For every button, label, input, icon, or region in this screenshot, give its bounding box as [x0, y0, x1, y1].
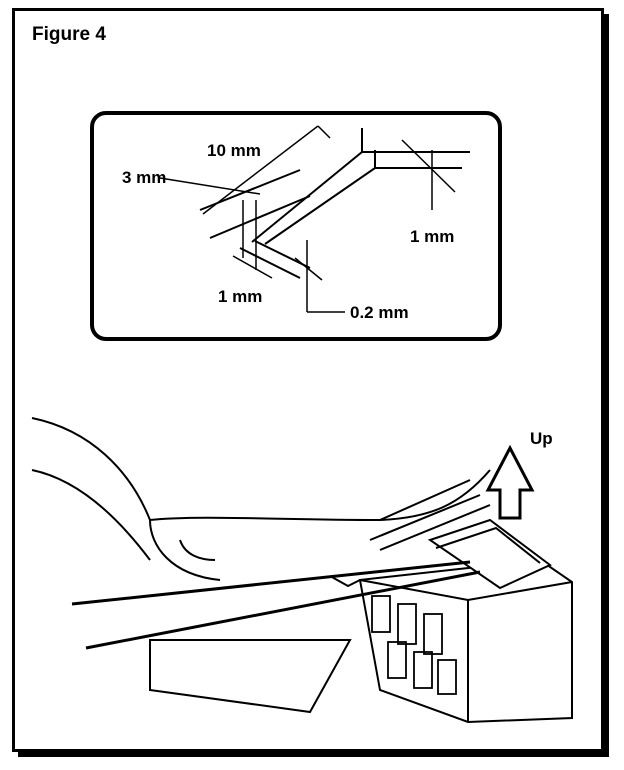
dim-02mm-label: 0.2 mm	[350, 303, 409, 322]
frame-shadow-right	[604, 14, 609, 757]
figure-title: Figure 4	[32, 24, 106, 45]
direction-up-label: Up	[530, 429, 553, 448]
wire-bundle	[31, 417, 491, 522]
inset-frame	[90, 111, 502, 341]
inset-detail: 10 mm 3 mm 1 mm 1 mm 0.2 mm	[90, 111, 502, 341]
dim-1mm-left-label: 1 mm	[218, 287, 262, 306]
connector-body	[149, 639, 352, 714]
frame-shadow-bottom	[18, 752, 609, 757]
terminal-cavities	[371, 595, 457, 695]
up-arrow	[485, 444, 535, 520]
dim-1mm-right-label: 1 mm	[410, 227, 454, 246]
dim-3mm-label: 3 mm	[122, 168, 166, 187]
pick-tool	[71, 560, 471, 606]
connector-illustration	[31, 417, 573, 724]
dim-10mm-label: 10 mm	[207, 141, 261, 160]
connector-housing	[358, 558, 573, 724]
dimension-lines	[159, 125, 456, 313]
